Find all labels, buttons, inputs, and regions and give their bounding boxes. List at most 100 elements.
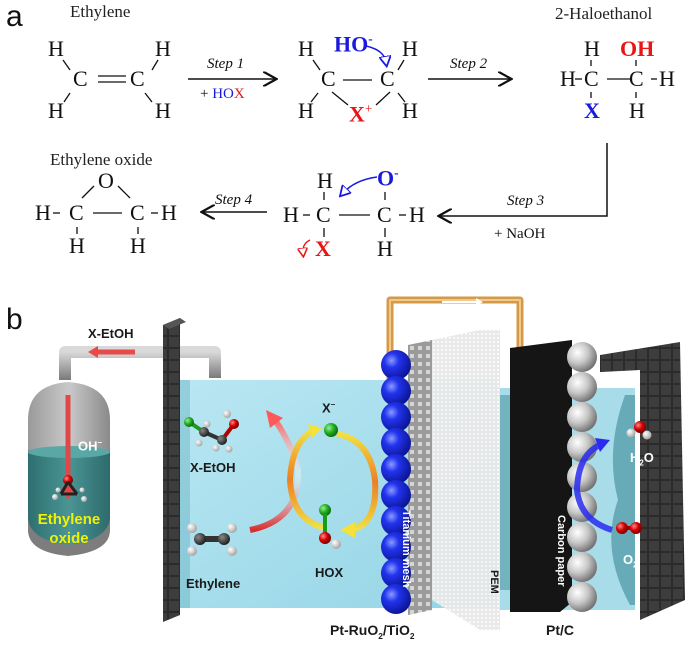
atom-h: H: [409, 202, 425, 227]
panel-a-bonds-and-arrows: [53, 45, 657, 280]
titanium-mesh-label: Titanium mesh: [400, 510, 412, 588]
panel-b-label: b: [6, 303, 23, 336]
anode-end-plate: [163, 318, 186, 622]
cathode-catalyst-label: Pt/C: [546, 622, 574, 638]
halide-to-hox-arrow: [336, 431, 379, 533]
step2-label: Step 2: [450, 56, 488, 72]
haloethanol-title: 2-Haloethanol: [555, 4, 653, 23]
atom-h: H: [402, 36, 418, 61]
catalyst-sphere: [567, 552, 597, 582]
xetoh-molecule: [184, 410, 239, 453]
carbon-paper: [510, 340, 572, 612]
atom-h: H: [298, 36, 314, 61]
catalyst-sphere: [567, 582, 597, 612]
tank-reagent: OH: [78, 438, 98, 454]
tank-product-label: Ethylene oxide: [28, 510, 110, 548]
step1-reagent: + HOX: [200, 86, 245, 103]
leaving-group-arrow: [303, 239, 311, 253]
halonium-charge: +: [364, 101, 373, 116]
reagent-x: X: [233, 86, 245, 102]
pipe-label: X-EtOH: [88, 326, 134, 341]
atom-h: H: [48, 36, 64, 61]
atom-c: C: [377, 202, 392, 227]
water-label: H2O: [630, 450, 654, 468]
catalyst-sphere: [567, 402, 597, 432]
oxygen-label: O2: [623, 552, 637, 570]
atom-h: H: [69, 233, 85, 258]
product-tank: [28, 382, 110, 556]
hox-to-halide-arrow: [286, 427, 326, 531]
atom-c: C: [629, 66, 644, 91]
haloethanol-bonds: [575, 60, 657, 98]
halonium-bonds: [310, 59, 406, 106]
alkoxide-o: O: [377, 165, 395, 191]
halogen-x: X: [584, 98, 600, 123]
ring-closure-arrow: [343, 176, 378, 193]
atom-c: C: [69, 200, 84, 225]
pem-label: PEM: [488, 570, 500, 594]
anode-cat-sub1: 2: [378, 630, 383, 641]
hydroxide-label: HO-: [334, 32, 373, 55]
transfer-pipe: [59, 346, 221, 380]
halonium-label: X+: [349, 102, 372, 125]
step3-reagent: + NaOH: [494, 226, 546, 242]
o2-to-h2o-arrow: [573, 442, 613, 533]
atom-h: H: [659, 66, 675, 91]
ethylene-oxide-title: Ethylene oxide: [50, 150, 153, 169]
atom-c: C: [584, 66, 599, 91]
water-h: H: [630, 450, 640, 465]
water-molecule: [626, 421, 652, 440]
leaving-halogen-x: X: [315, 236, 331, 261]
halide-ion: [324, 423, 338, 437]
atom-h: H: [298, 98, 314, 123]
catalyst-sphere: [381, 506, 411, 536]
atom-c: C: [73, 66, 88, 91]
tank-reagent-label: OH−: [78, 438, 102, 453]
pt-ruo2-spheres: [381, 350, 411, 614]
catalyst-sphere: [381, 402, 411, 432]
step3-arrow: [440, 143, 608, 216]
tank-product-line1: Ethylene: [37, 511, 101, 528]
atom-c: C: [380, 66, 395, 91]
atom-c: C: [130, 200, 145, 225]
step1-label: Step 1: [207, 56, 245, 72]
tank-reagent-charge: −: [97, 438, 103, 447]
flow-arrow-head: [88, 346, 98, 358]
catalyst-sphere: [381, 454, 411, 484]
atom-h: H: [584, 36, 600, 61]
atom-h: H: [377, 236, 393, 261]
atom-h: H: [161, 200, 177, 225]
atom-c: C: [130, 66, 145, 91]
atom-h: H: [629, 98, 645, 123]
ethylene-to-xetoh-arrow: [249, 418, 302, 533]
hydroxide-text: HO: [334, 31, 369, 57]
water-o: O: [643, 450, 654, 465]
tank-product-line2: oxide: [49, 530, 89, 547]
catalyst-sphere: [381, 532, 411, 562]
alkoxide-oxygen: O-: [377, 166, 399, 189]
atom-h: H: [317, 168, 333, 193]
pt-c-spheres: [567, 342, 597, 612]
oxygen-sub: 2: [633, 560, 638, 570]
oxygen-o: O: [623, 552, 634, 567]
atom-h: H: [130, 233, 146, 258]
alkoxide-bonds: [303, 192, 406, 237]
reagent-ho: HO: [212, 86, 234, 102]
atom-c: C: [316, 202, 331, 227]
proton-exchange-membrane: [432, 330, 500, 630]
catalyst-sphere: [567, 372, 597, 402]
catalyst-sphere: [381, 558, 411, 588]
anode-cat-prefix: Pt-RuO: [330, 622, 379, 638]
ethylene-molecule: [187, 523, 237, 556]
catalyst-sphere: [381, 480, 411, 510]
anode-cat-mid: /TiO: [382, 622, 410, 638]
reagent-plus: +: [200, 86, 213, 102]
catalyst-sphere: [381, 584, 411, 614]
halonium-x: X: [349, 101, 365, 127]
oxygen-molecule: [616, 522, 642, 534]
halide-label: X−: [322, 400, 335, 415]
ethylene-bonds: [62, 59, 159, 103]
water-sub: 2: [639, 458, 644, 468]
atom-h: H: [155, 36, 171, 61]
